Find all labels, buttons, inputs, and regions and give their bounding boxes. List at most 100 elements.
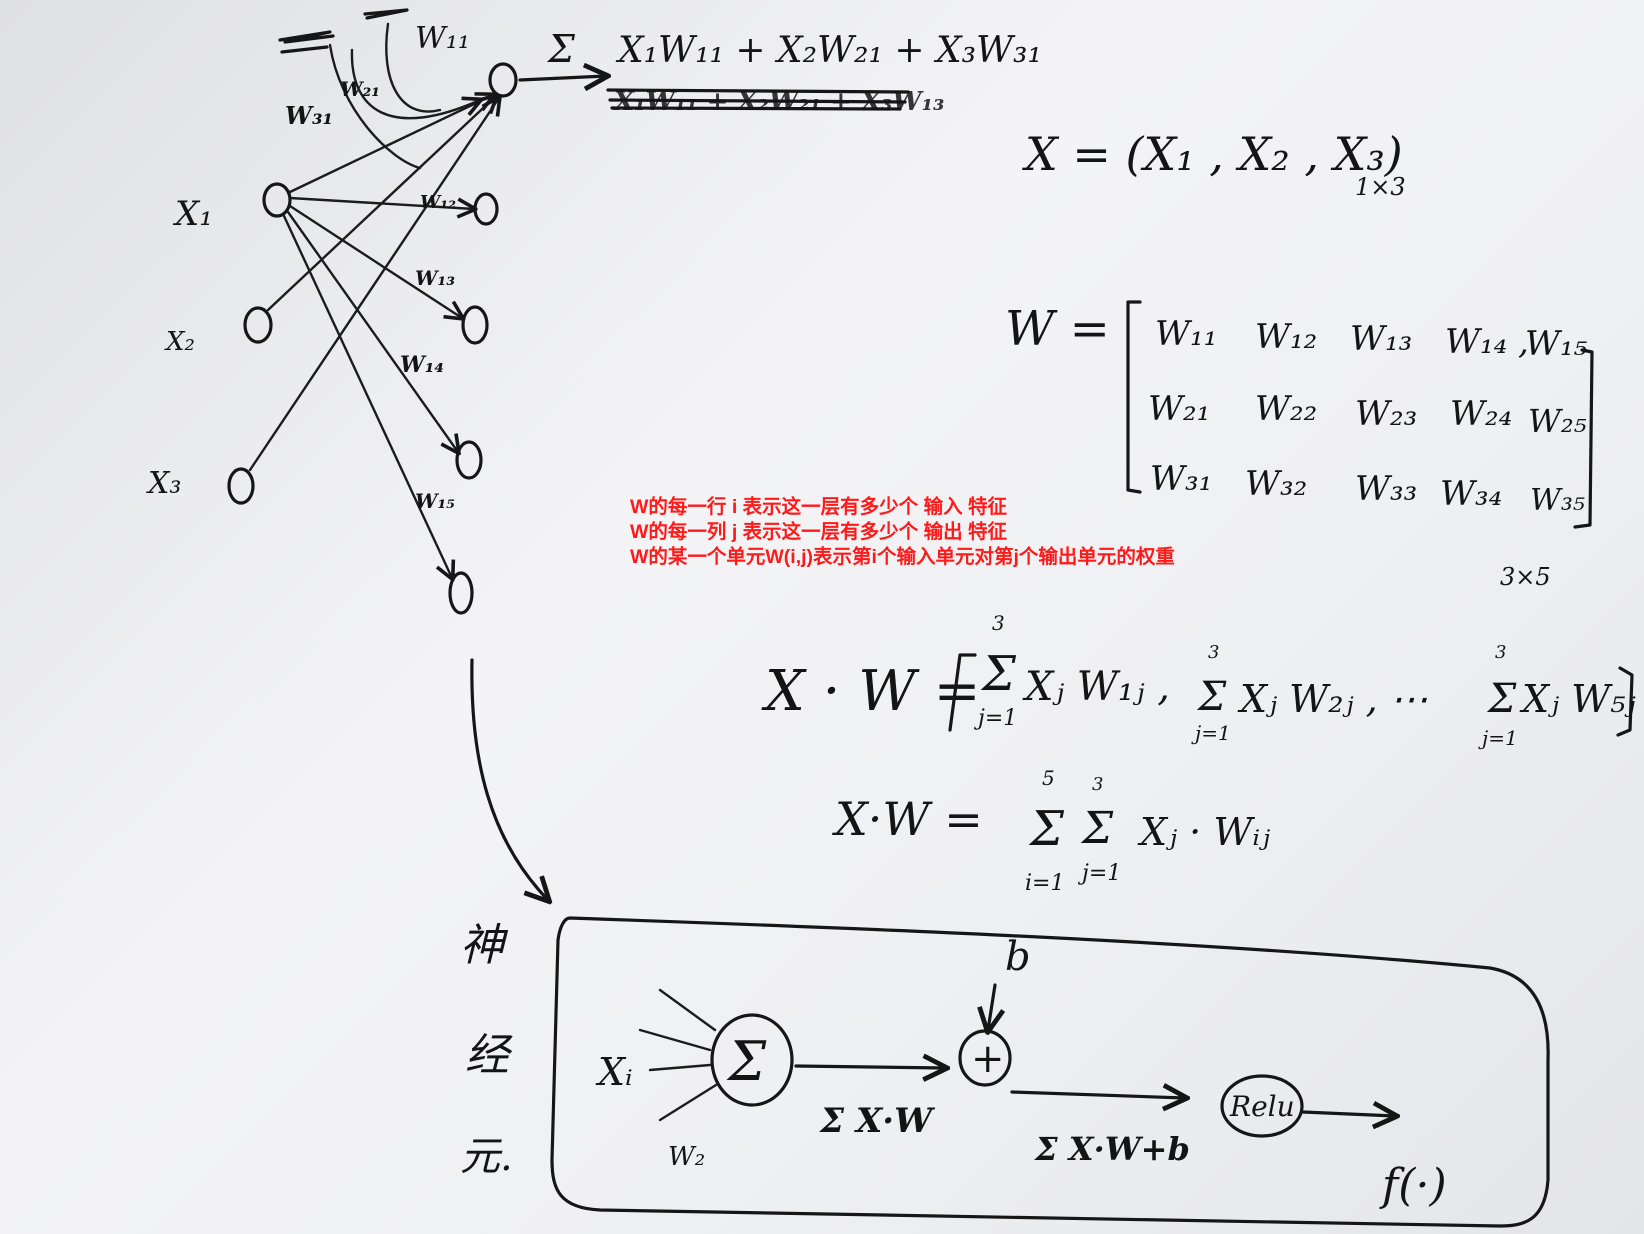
w-cell-2-5: W₂₅ (1528, 402, 1587, 440)
neuron-label-char-3: 元. (460, 1134, 513, 1180)
xw-bracket-right (1616, 666, 1634, 737)
xw-sum-2-upper: 3 (1208, 642, 1219, 663)
sum-arrow (518, 76, 606, 80)
w-cell-1-2: W₁₂ (1255, 317, 1317, 357)
input-label-x1: X₁ (172, 194, 213, 234)
w-cell-3-5: W₃₅ (1530, 483, 1585, 518)
output-node-5 (448, 571, 474, 615)
annotation-notes: W的每一行 i 表示这一层有多少个 输入 特征 W的每一列 j 表示这一层有多少… (630, 495, 1330, 570)
w-cell-1-4: W₁₄ , (1445, 322, 1529, 362)
neuron-inputs (638, 988, 718, 1122)
xw-bracket-left (948, 653, 977, 732)
xw2-sigma-i: Σ (1028, 801, 1065, 857)
note-line-cell: W的某一个单元W(i,j)表示第i个输入单元对第j个输出单元的权重 (630, 546, 1175, 568)
bias-arrow (988, 983, 995, 1030)
xw-sum-3-lower: j=1 (1478, 726, 1518, 750)
xw-term-1: Xⱼ W₁ⱼ , (1022, 664, 1170, 710)
xw-sum-3-upper: 3 (1495, 642, 1506, 663)
neuron-input-line-3 (648, 1063, 712, 1072)
xw2-term: Xⱼ · Wᵢⱼ (1137, 810, 1270, 854)
bias-label: b (1005, 934, 1031, 980)
sum-expression: X₁W₁₁ + X₂W₂₁ + X₃W₃₁ (615, 30, 1042, 71)
w-dimension: 3×5 (1500, 563, 1551, 591)
curved-edge-1 (328, 43, 422, 170)
neuron-label-char-1: 神 (460, 920, 509, 971)
neuron-input-label: Xᵢ (595, 1050, 633, 1094)
sum-to-add-arrow (794, 1066, 945, 1068)
add-node-symbol: + (971, 1036, 1005, 1082)
edge-x1-o5 (282, 214, 452, 578)
weight-label-w13: W₁₃ (415, 266, 455, 290)
output-node-3 (461, 305, 489, 345)
edge-x1-o4 (286, 210, 458, 452)
output-node-2 (473, 192, 499, 226)
output-function: f(·) (1379, 1160, 1447, 1211)
weight-label-w21: W₂₁ (340, 77, 380, 101)
add-node (958, 1029, 1012, 1087)
xw2-upper-j: 3 (1092, 774, 1103, 795)
weight-label-w31: W₃₁ (285, 101, 333, 130)
weight-label-w14: W₁₄ (400, 352, 444, 378)
w-cell-2-3: W₂₃ (1355, 394, 1417, 434)
input-node-x2 (243, 306, 273, 344)
edge-x3-o1 (248, 98, 499, 472)
w-cell-1-5: W₁₅ (1525, 324, 1588, 364)
w-cell-3-3: W₃₃ (1355, 469, 1417, 509)
w-bracket-right (1573, 348, 1594, 529)
w-cell-1-3: W₁₃ (1350, 319, 1412, 359)
xw2-lower-j: j=1 (1077, 861, 1121, 886)
weight-label-w12: W₁₂ (420, 192, 456, 213)
w-cell-2-4: W₂₄ (1450, 394, 1512, 434)
input-node-x1 (262, 182, 292, 218)
w-matrix: W₁₁ W₁₂ W₁₃ W₁₄ , W₁₅ W₂₁ W₂₂ W₂₃ W₂₄ W₂… (1148, 314, 1588, 518)
xw2-lower-i: i=1 (1025, 871, 1064, 896)
scribble-mark (278, 8, 409, 54)
transition-arrow (470, 658, 548, 900)
neuron-input-line-1 (658, 988, 717, 1032)
edge-x1-o3 (288, 204, 462, 318)
xw-term-2: Xⱼ W₂ⱼ , ⋯ (1237, 677, 1428, 721)
input-label-x2: X₂ (164, 327, 195, 357)
xw-sum-1-sigma: Σ (980, 646, 1017, 702)
w-bracket-left (1126, 300, 1142, 494)
xw-term-3: Xⱼ W₅ⱼ (1519, 677, 1636, 721)
xw-sum-1: 3 Σ j=1 Xⱼ W₁ⱼ , (973, 611, 1170, 731)
xw2-double-sum: 5 Σ i=1 3 Σ j=1 Xⱼ · Wᵢⱼ (1025, 766, 1270, 896)
w-cell-2-2: W₂₂ (1255, 389, 1317, 429)
sum-node-symbol: Σ (726, 1030, 767, 1093)
weight-label-w15: W₁₅ (415, 489, 455, 513)
add-output-label: Σ X·W+b (1034, 1130, 1190, 1168)
note-line-row: W的每一行 i 表示这一层有多少个 输入 特征 (630, 496, 1007, 518)
relu-node-label: Relu (1229, 1090, 1295, 1123)
input-node-x3 (227, 467, 255, 505)
xw-sum-2-lower: j=1 (1191, 721, 1231, 745)
neuron-box (550, 916, 1550, 1228)
w-cell-2-1: W₂₁ (1148, 389, 1210, 429)
weight-label-w11: W₁₁ (415, 21, 470, 56)
relu-output-arrow (1301, 1112, 1395, 1116)
xw-sum-1-upper: 3 (992, 611, 1005, 635)
edge-x2-o1 (266, 96, 496, 312)
relu-node (1220, 1074, 1304, 1138)
struck-expression: X₁W₁₁ + X₂W₂₁ + X₃W₁₃ (612, 87, 944, 117)
strike-lines (606, 88, 910, 111)
sum-node (710, 1013, 794, 1107)
xw2-upper-i: 5 (1042, 766, 1055, 790)
xw-sum-1-lower: j=1 (973, 706, 1017, 731)
w-cell-3-2: W₃₂ (1245, 464, 1307, 504)
xw-sum-3: 3 Σ j=1 Xⱼ W₅ⱼ (1478, 642, 1636, 750)
curved-edge-2 (350, 48, 480, 120)
xw-sum-2: 3 Σ j=1 Xⱼ W₂ⱼ , ⋯ (1191, 642, 1428, 745)
x-definition: X = (X₁ , X₂ , X₃) (1022, 127, 1403, 181)
sum-output-label: Σ X·W (818, 1101, 935, 1141)
xw2-lhs: X·W = (832, 792, 983, 846)
w-label: W = (1005, 301, 1110, 357)
neuron-weight-label: W₂ (668, 1142, 705, 1172)
w-cell-3-4: W₃₄ (1440, 474, 1502, 514)
xw-lhs: X · W = (761, 659, 981, 724)
sum-symbol: Σ (546, 27, 576, 71)
xw2-sigma-j: Σ (1080, 803, 1114, 854)
output-node-4 (455, 440, 483, 480)
neuron-input-line-2 (638, 1028, 712, 1052)
